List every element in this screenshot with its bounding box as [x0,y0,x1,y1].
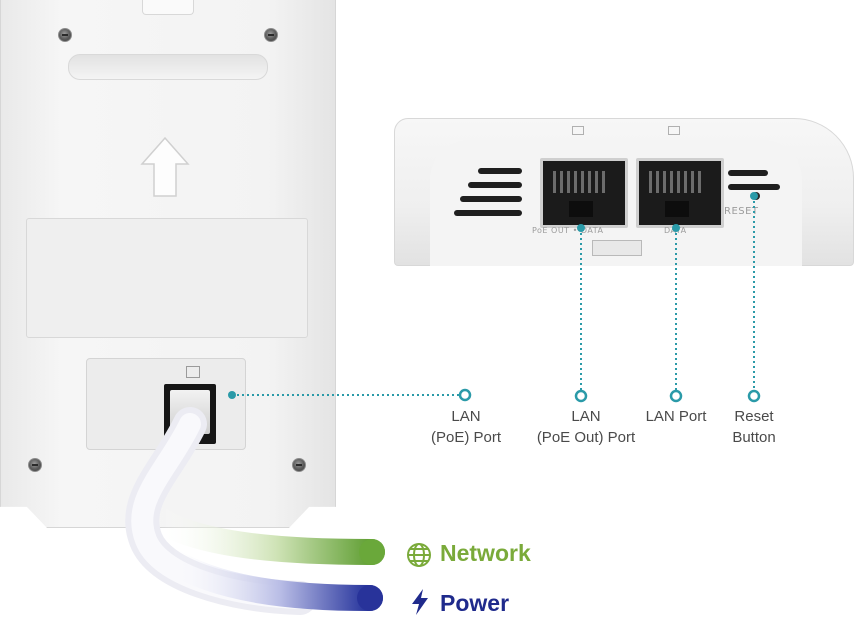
callout-reset-button: Reset Button [732,408,776,446]
vent-slot [454,210,522,216]
mounting-slot [68,54,268,80]
port-marker-icon [572,126,584,135]
callout-marker-lan [669,389,683,403]
arrow-up-icon [140,136,190,197]
poe-out-port-label: PoE OUT • DATA [532,226,604,235]
callout-marker-reset [747,389,761,403]
legend-network-label: Network [440,540,531,566]
callout-lan-port: LAN Port [645,408,707,425]
vent-slot [460,196,522,202]
callout-lan-poe-out-port: LAN (PoE Out) Port [536,408,636,446]
screw-bottom-right [292,458,306,472]
lightning-bolt-icon [412,589,428,615]
callout-marker-lan-poe-out [574,389,588,403]
power-cable [157,547,383,611]
vent-slot [468,182,522,188]
label-recess [26,218,308,338]
network-cable [147,507,385,565]
callout-lan-poe-port: LAN (PoE) Port [430,408,502,446]
port-marker-icon [668,126,680,135]
lan-port [636,158,724,228]
legend-power-label: Power [440,590,510,616]
vent-slot [478,168,522,174]
vent-slot [728,170,768,176]
port-marker-icon [186,366,200,378]
mounting-tab [142,0,194,15]
screw-bottom-left [28,458,42,472]
vent-slot [728,184,780,190]
reset-label: RESET [724,206,759,217]
bottom-latch [592,240,642,256]
screw-top-left [58,28,72,42]
callout-marker-lan-poe [458,388,472,402]
screw-top-right [264,28,278,42]
globe-icon [407,543,431,567]
